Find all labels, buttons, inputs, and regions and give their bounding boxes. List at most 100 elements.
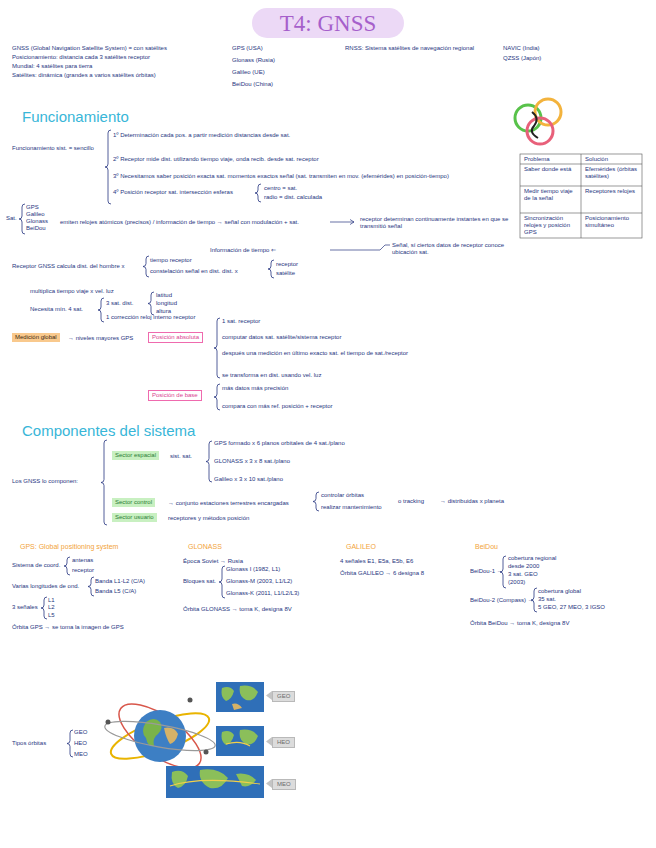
note-text: 3 sat. dist.	[106, 300, 133, 307]
section-heading: Funcionamiento	[22, 108, 129, 125]
note-text: Glonass-M (2003, L1/L2)	[226, 578, 292, 585]
highlight-box: Sector control	[112, 498, 155, 507]
node-text: Sector espacial	[115, 452, 156, 459]
map-label: MEO	[272, 779, 296, 790]
note-text: GNSS (Global Navigation Satellite System…	[12, 45, 167, 52]
note-text: centro = sat.	[264, 185, 297, 192]
curly-brace	[206, 441, 212, 482]
note-text: RNSS: Sistema satélites de navegación re…	[345, 45, 474, 52]
column-heading: GLONASS	[188, 543, 222, 551]
note-text: receptor	[72, 567, 94, 574]
outlined-box: Posición absoluta	[148, 332, 203, 343]
curly-brace	[219, 566, 225, 598]
gnss-logo	[532, 112, 538, 138]
curly-brace	[101, 440, 107, 525]
note-text: BeiDou-2 (Compass) →	[470, 597, 534, 604]
title-pill	[252, 8, 404, 38]
column-heading: GALILEO	[346, 543, 376, 551]
note-text: NAVIC (India)	[503, 45, 540, 52]
note-text: desde 2000	[508, 563, 539, 570]
note-text: Órbita GLONASS → toma K, designa 8V	[183, 606, 292, 613]
note-text: constelación señal en dist. dist. x	[150, 268, 238, 275]
note-text: Los GNSS lo componen:	[12, 478, 78, 485]
note-text: longitud	[156, 300, 177, 307]
curly-brace	[19, 204, 25, 234]
note-text: 3 señales	[12, 604, 38, 611]
section-heading: Componentes del sistema	[22, 422, 195, 439]
comparison-table	[520, 186, 642, 187]
comparison-table	[520, 154, 642, 238]
orbit-illustration	[106, 720, 111, 725]
note-text: Glonass	[26, 218, 48, 225]
note-text: 1 sat. receptor	[222, 318, 260, 325]
orbit-illustration	[134, 710, 186, 762]
map-thumbnail	[222, 686, 259, 701]
curly-brace	[19, 130, 537, 757]
note-text: Glonass (Rusia)	[232, 57, 275, 64]
node-text: Posición de base	[152, 392, 198, 399]
gnss-logo	[515, 99, 561, 144]
note-text: Sistema de coord.	[12, 562, 60, 569]
column-heading: BeiDou	[475, 543, 498, 551]
note-text: compara con más ref. posición + receptor	[222, 403, 333, 410]
note-text: Galileo	[26, 211, 45, 218]
curly-brace	[143, 256, 149, 277]
note-text: computar datos sat. satélite/sistema rec…	[222, 334, 341, 341]
table-cell: Receptores relojes	[585, 188, 639, 195]
note-text: 35 sat.	[538, 596, 556, 603]
note-text: Receptor GNSS calcula dist. del hombre x	[12, 263, 124, 270]
note-text: → niveles mayores GPS	[68, 335, 133, 342]
map-thumbnail	[216, 726, 264, 756]
note-text: tiempo receptor	[150, 257, 192, 264]
curly-brace	[67, 730, 73, 757]
note-text: antenas	[72, 557, 93, 564]
orbit-illustration	[188, 698, 193, 703]
node-text: GEO	[277, 693, 290, 700]
note-text: controlar órbitas	[321, 492, 364, 499]
map-thumbnail	[170, 780, 260, 786]
comparison-table	[520, 154, 642, 238]
curly-brace	[98, 298, 104, 322]
note-text: Glonass-K (2011, L1/L2/L3)	[226, 590, 299, 597]
curly-brace	[88, 577, 94, 596]
comparison-table	[581, 154, 582, 238]
curly-brace	[268, 260, 274, 278]
note-text: → conjunto estaciones terrestres encarga…	[168, 500, 289, 507]
orbit-illustration	[106, 704, 214, 768]
page-title: T4: GNSS	[280, 12, 377, 35]
node-text: Medición global	[15, 334, 57, 341]
map-thumbnail	[232, 704, 242, 711]
note-text: (2003)	[508, 579, 525, 586]
map-label: GEO	[272, 691, 295, 702]
note-text: Órbita GPS → se toma la imagen de GPS	[12, 624, 124, 631]
note-text: Banda L1-L2 (C/A)	[95, 578, 145, 585]
note-text: Banda L5 (C/A)	[95, 588, 136, 595]
node-text: MEO	[277, 781, 291, 788]
note-text: GLONASS x 3 x 8 sat./plano	[214, 458, 290, 465]
table-cell: Sincronización relojes y posición GPS	[524, 215, 578, 236]
curly-brace	[148, 292, 154, 315]
map-thumbnail	[166, 682, 272, 798]
node-text: HEO	[277, 739, 290, 746]
note-text: Época Soviet → Rusia	[183, 558, 243, 565]
note-text: después una medición en último exacto sa…	[222, 350, 408, 357]
note-text: 3º Necesitamos saber posición exacta sat…	[113, 173, 449, 180]
note-text: latitud	[156, 292, 172, 299]
note-text: emiten relojes atómicos (precisos) / inf…	[60, 219, 299, 226]
note-text: Glonass I (1982, L1)	[226, 566, 280, 573]
note-text: 1º Determinación cada pos. a partir medi…	[113, 132, 290, 139]
note-text: 3 sat. GEO	[508, 571, 538, 578]
note-text: 1 corrección reloj interno receptor	[106, 314, 195, 321]
note-text: Señal, sí ciertos datos de receptor cono…	[392, 242, 517, 256]
note-text: 4 señales E1, E5a, E5b, E6	[340, 558, 413, 565]
note-text: cobertura regional	[508, 555, 556, 562]
note-text: o tracking	[398, 498, 424, 505]
table-cell: Problema	[524, 156, 578, 163]
curly-brace	[214, 318, 220, 378]
note-text: GPS	[26, 204, 39, 211]
note-text: L1	[48, 597, 55, 604]
orbit-illustration	[204, 750, 209, 755]
outlined-box: Posición de base	[148, 390, 202, 401]
note-text: receptores y métodos posición	[168, 515, 249, 522]
note-text: realizar mantenimiento	[321, 504, 382, 511]
